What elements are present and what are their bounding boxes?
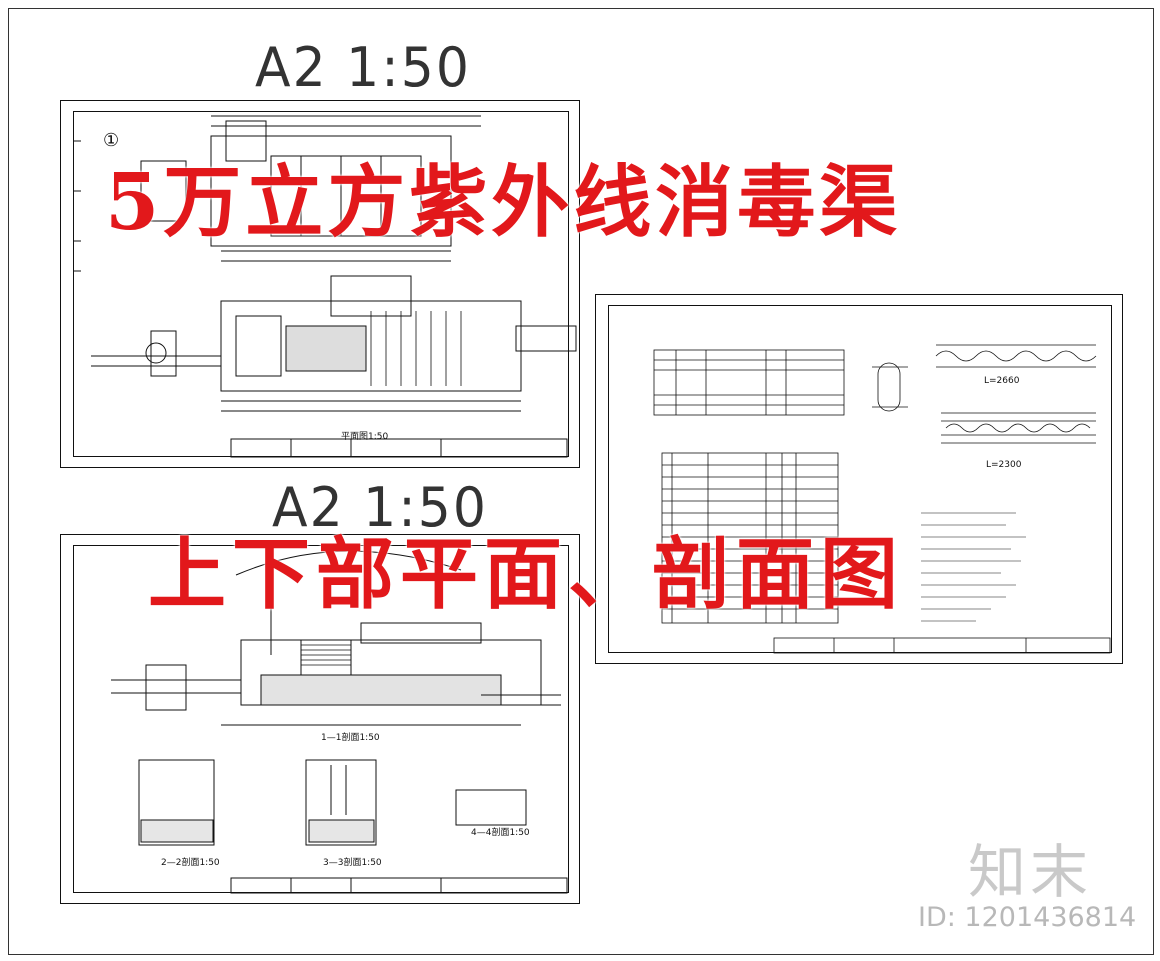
watermark-logo: 知末 xyxy=(968,838,1093,906)
section-2-label: 2—2剖面1:50 xyxy=(161,856,220,868)
sections-drawing: 1—1剖面1:50 2—2剖面1:50 3—3剖面1:50 4—4剖面1:50 xyxy=(111,550,568,894)
tables-drawing: L=2660 L=2300 xyxy=(653,344,1111,654)
plan-index-label: ① xyxy=(103,130,119,151)
plan-lower-label: 平面图1:50 xyxy=(341,431,388,442)
watermark-id: ID: 1201436814 xyxy=(918,902,1137,933)
main-title: 5万立方紫外线消毒渠 xyxy=(105,157,902,248)
sheet-plan: ① 平面图1:50 xyxy=(60,100,580,468)
length-label-2: L=2300 xyxy=(986,460,1022,470)
section-4-label: 4—4剖面1:50 xyxy=(471,826,530,838)
plan-drawing: ① 平面图1:50 xyxy=(73,115,577,458)
section-1-label: 1—1剖面1:50 xyxy=(321,731,380,743)
section-3-label: 3—3剖面1:50 xyxy=(323,856,382,868)
length-label-1: L=2660 xyxy=(984,376,1020,386)
scale-label-top: A2 1:50 xyxy=(255,36,471,100)
canvas-frame xyxy=(8,8,1154,955)
sub-title: 上下部平面、剖面图 xyxy=(148,529,905,620)
sheet-tables: L=2660 L=2300 xyxy=(595,294,1123,664)
sheet-sections: 1—1剖面1:50 2—2剖面1:50 3—3剖面1:50 4—4剖面1:50 xyxy=(60,534,580,904)
scale-label-bottom: A2 1:50 xyxy=(272,476,488,540)
